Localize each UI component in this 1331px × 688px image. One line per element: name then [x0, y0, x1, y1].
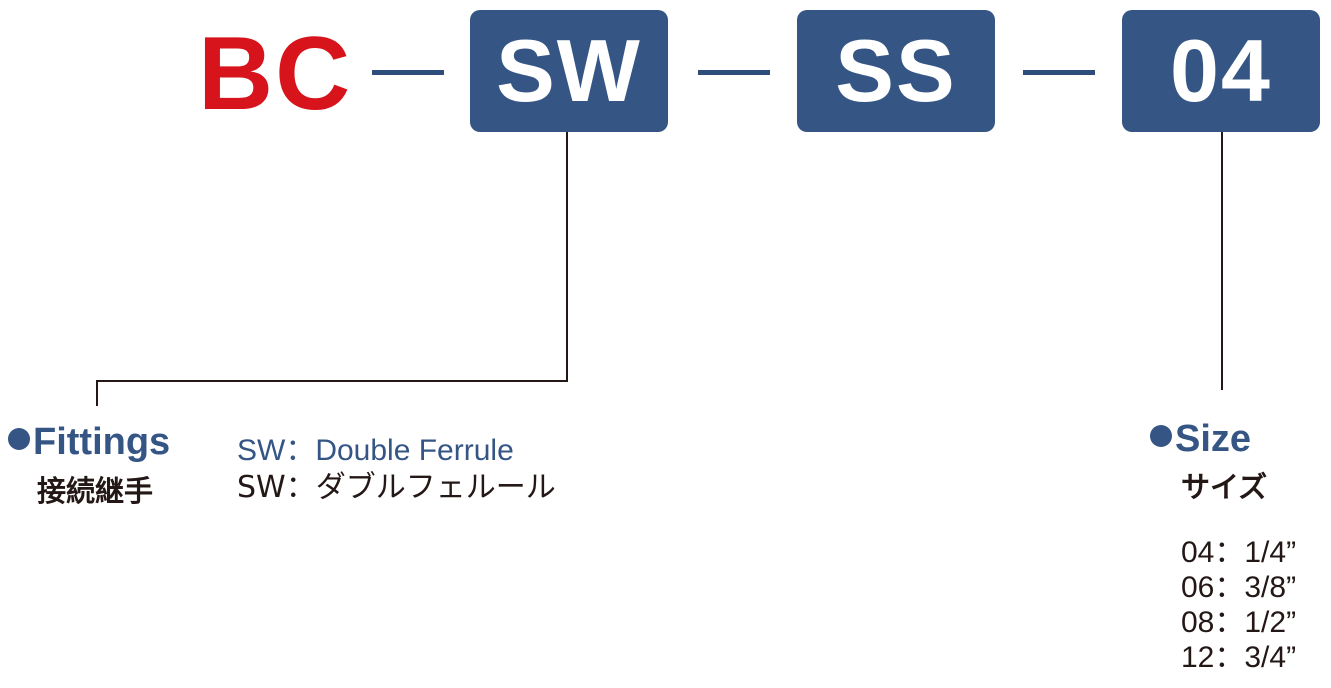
size-option: 08：1/2”	[1181, 606, 1297, 639]
bullet-icon	[1150, 425, 1172, 447]
size-heading-label: Size	[1175, 418, 1252, 460]
fittings-connector-drop	[96, 380, 98, 406]
size-options-list: 04：1/4” 06：3/8” 08：1/2” 12：3/4”	[1181, 535, 1296, 675]
fittings-code-box: SW	[470, 10, 668, 132]
bullet-icon	[8, 428, 30, 450]
separator-dash	[1023, 70, 1095, 75]
size-option: 12：3/4”	[1181, 641, 1297, 674]
material-code-box: SS	[797, 10, 995, 132]
fittings-heading-jp: 接続継手	[37, 474, 154, 508]
fittings-connector-vertical	[566, 132, 568, 382]
size-heading: Size	[1150, 420, 1251, 458]
fittings-option-en: SW：Double Ferrule	[237, 434, 514, 467]
fittings-heading-label: Fittings	[33, 421, 171, 463]
separator-dash	[372, 70, 444, 75]
size-option: 06：3/8”	[1181, 571, 1297, 604]
separator-dash	[698, 70, 770, 75]
size-heading-jp: サイズ	[1181, 470, 1268, 504]
size-code-box: 04	[1122, 10, 1320, 132]
fittings-heading: Fittings	[8, 423, 170, 461]
fittings-option-jp: SW：ダブルフェルール	[237, 470, 556, 505]
size-option: 04：1/4”	[1181, 536, 1297, 569]
part-prefix: BC	[198, 16, 353, 132]
fittings-connector-horizontal	[96, 380, 568, 382]
size-connector-vertical	[1221, 132, 1223, 390]
